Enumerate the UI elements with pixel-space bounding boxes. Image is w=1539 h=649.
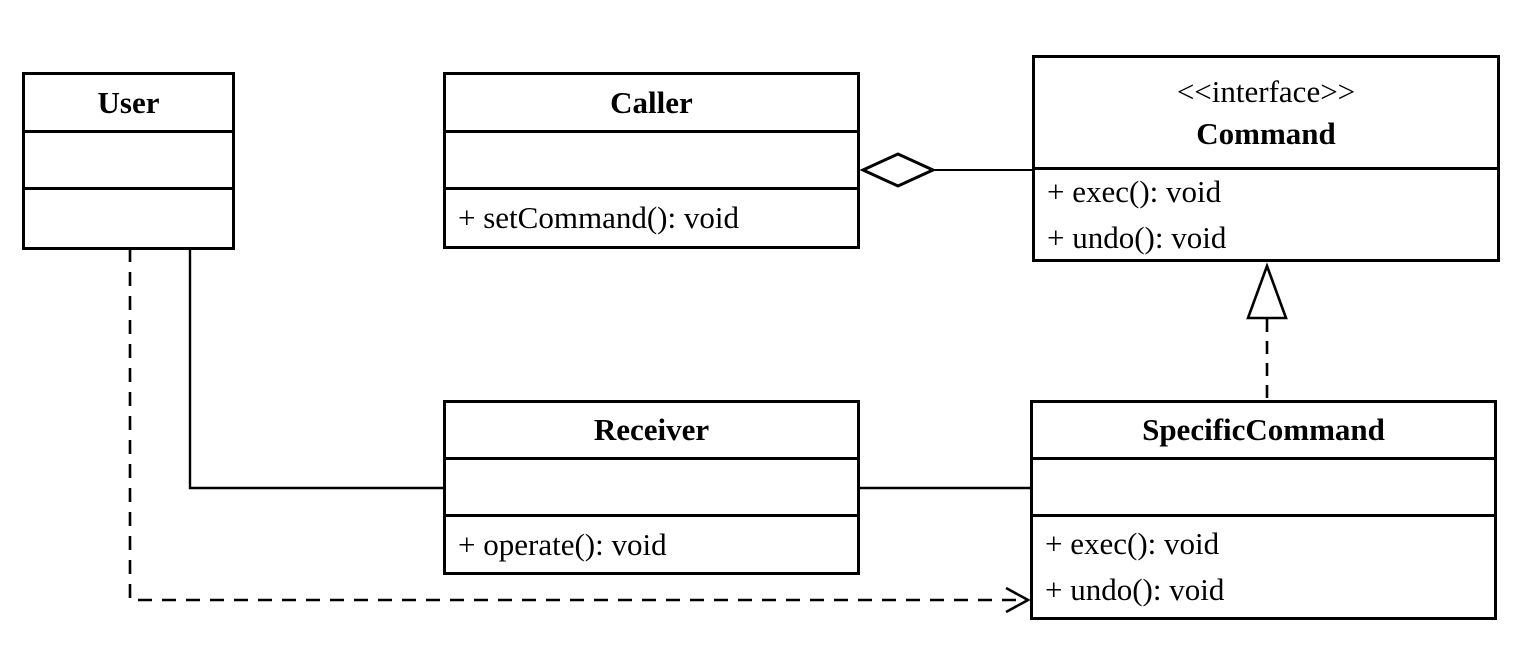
dependency-open-arrow-icon <box>1005 586 1031 614</box>
method-label: + operate(): void <box>458 526 667 562</box>
class-user-methods-compartment <box>25 187 232 247</box>
method-label: + setCommand(): void <box>458 200 739 236</box>
stereotype-label: <<interface>> <box>1176 73 1356 109</box>
realization-triangle-icon <box>1246 262 1288 320</box>
class-user-title: User <box>25 75 232 130</box>
interface-command-methods-compartment: + exec(): void + undo(): void <box>1035 167 1497 259</box>
class-caller-methods-compartment: + setCommand(): void <box>446 187 857 246</box>
class-name: Receiver <box>593 412 710 448</box>
class-receiver-title: Receiver <box>446 403 857 457</box>
class-user: User <box>22 72 235 250</box>
method-label: + exec(): void <box>1047 173 1222 209</box>
class-name: User <box>97 84 160 120</box>
class-specificcommand-attributes-compartment <box>1033 457 1494 514</box>
class-receiver-attributes-compartment <box>446 457 857 514</box>
aggregation-diamond-icon <box>859 152 937 188</box>
class-receiver-methods-compartment: + operate(): void <box>446 514 857 572</box>
class-name: Command <box>1196 115 1336 151</box>
association-line-user-receiver <box>188 248 443 490</box>
method-label: + undo(): void <box>1047 219 1227 255</box>
interface-command-title: <<interface>> Command <box>1035 58 1497 167</box>
class-caller-attributes-compartment <box>446 130 857 187</box>
interface-command: <<interface>> Command + exec(): void + u… <box>1032 55 1500 262</box>
class-receiver: Receiver + operate(): void <box>443 400 860 575</box>
class-name: SpecificCommand <box>1142 412 1385 448</box>
class-name: Caller <box>610 84 693 120</box>
dependency-line-user-specificcommand <box>128 248 1026 602</box>
class-user-attributes-compartment <box>25 130 232 187</box>
class-caller-title: Caller <box>446 75 857 130</box>
class-specificcommand: SpecificCommand + exec(): void + undo():… <box>1030 400 1497 620</box>
class-caller: Caller + setCommand(): void <box>443 72 860 249</box>
method-label: + undo(): void <box>1045 572 1225 607</box>
class-specificcommand-methods-compartment: + exec(): void + undo(): void <box>1033 514 1494 617</box>
class-specificcommand-title: SpecificCommand <box>1033 403 1494 457</box>
method-label: + exec(): void <box>1045 526 1220 562</box>
